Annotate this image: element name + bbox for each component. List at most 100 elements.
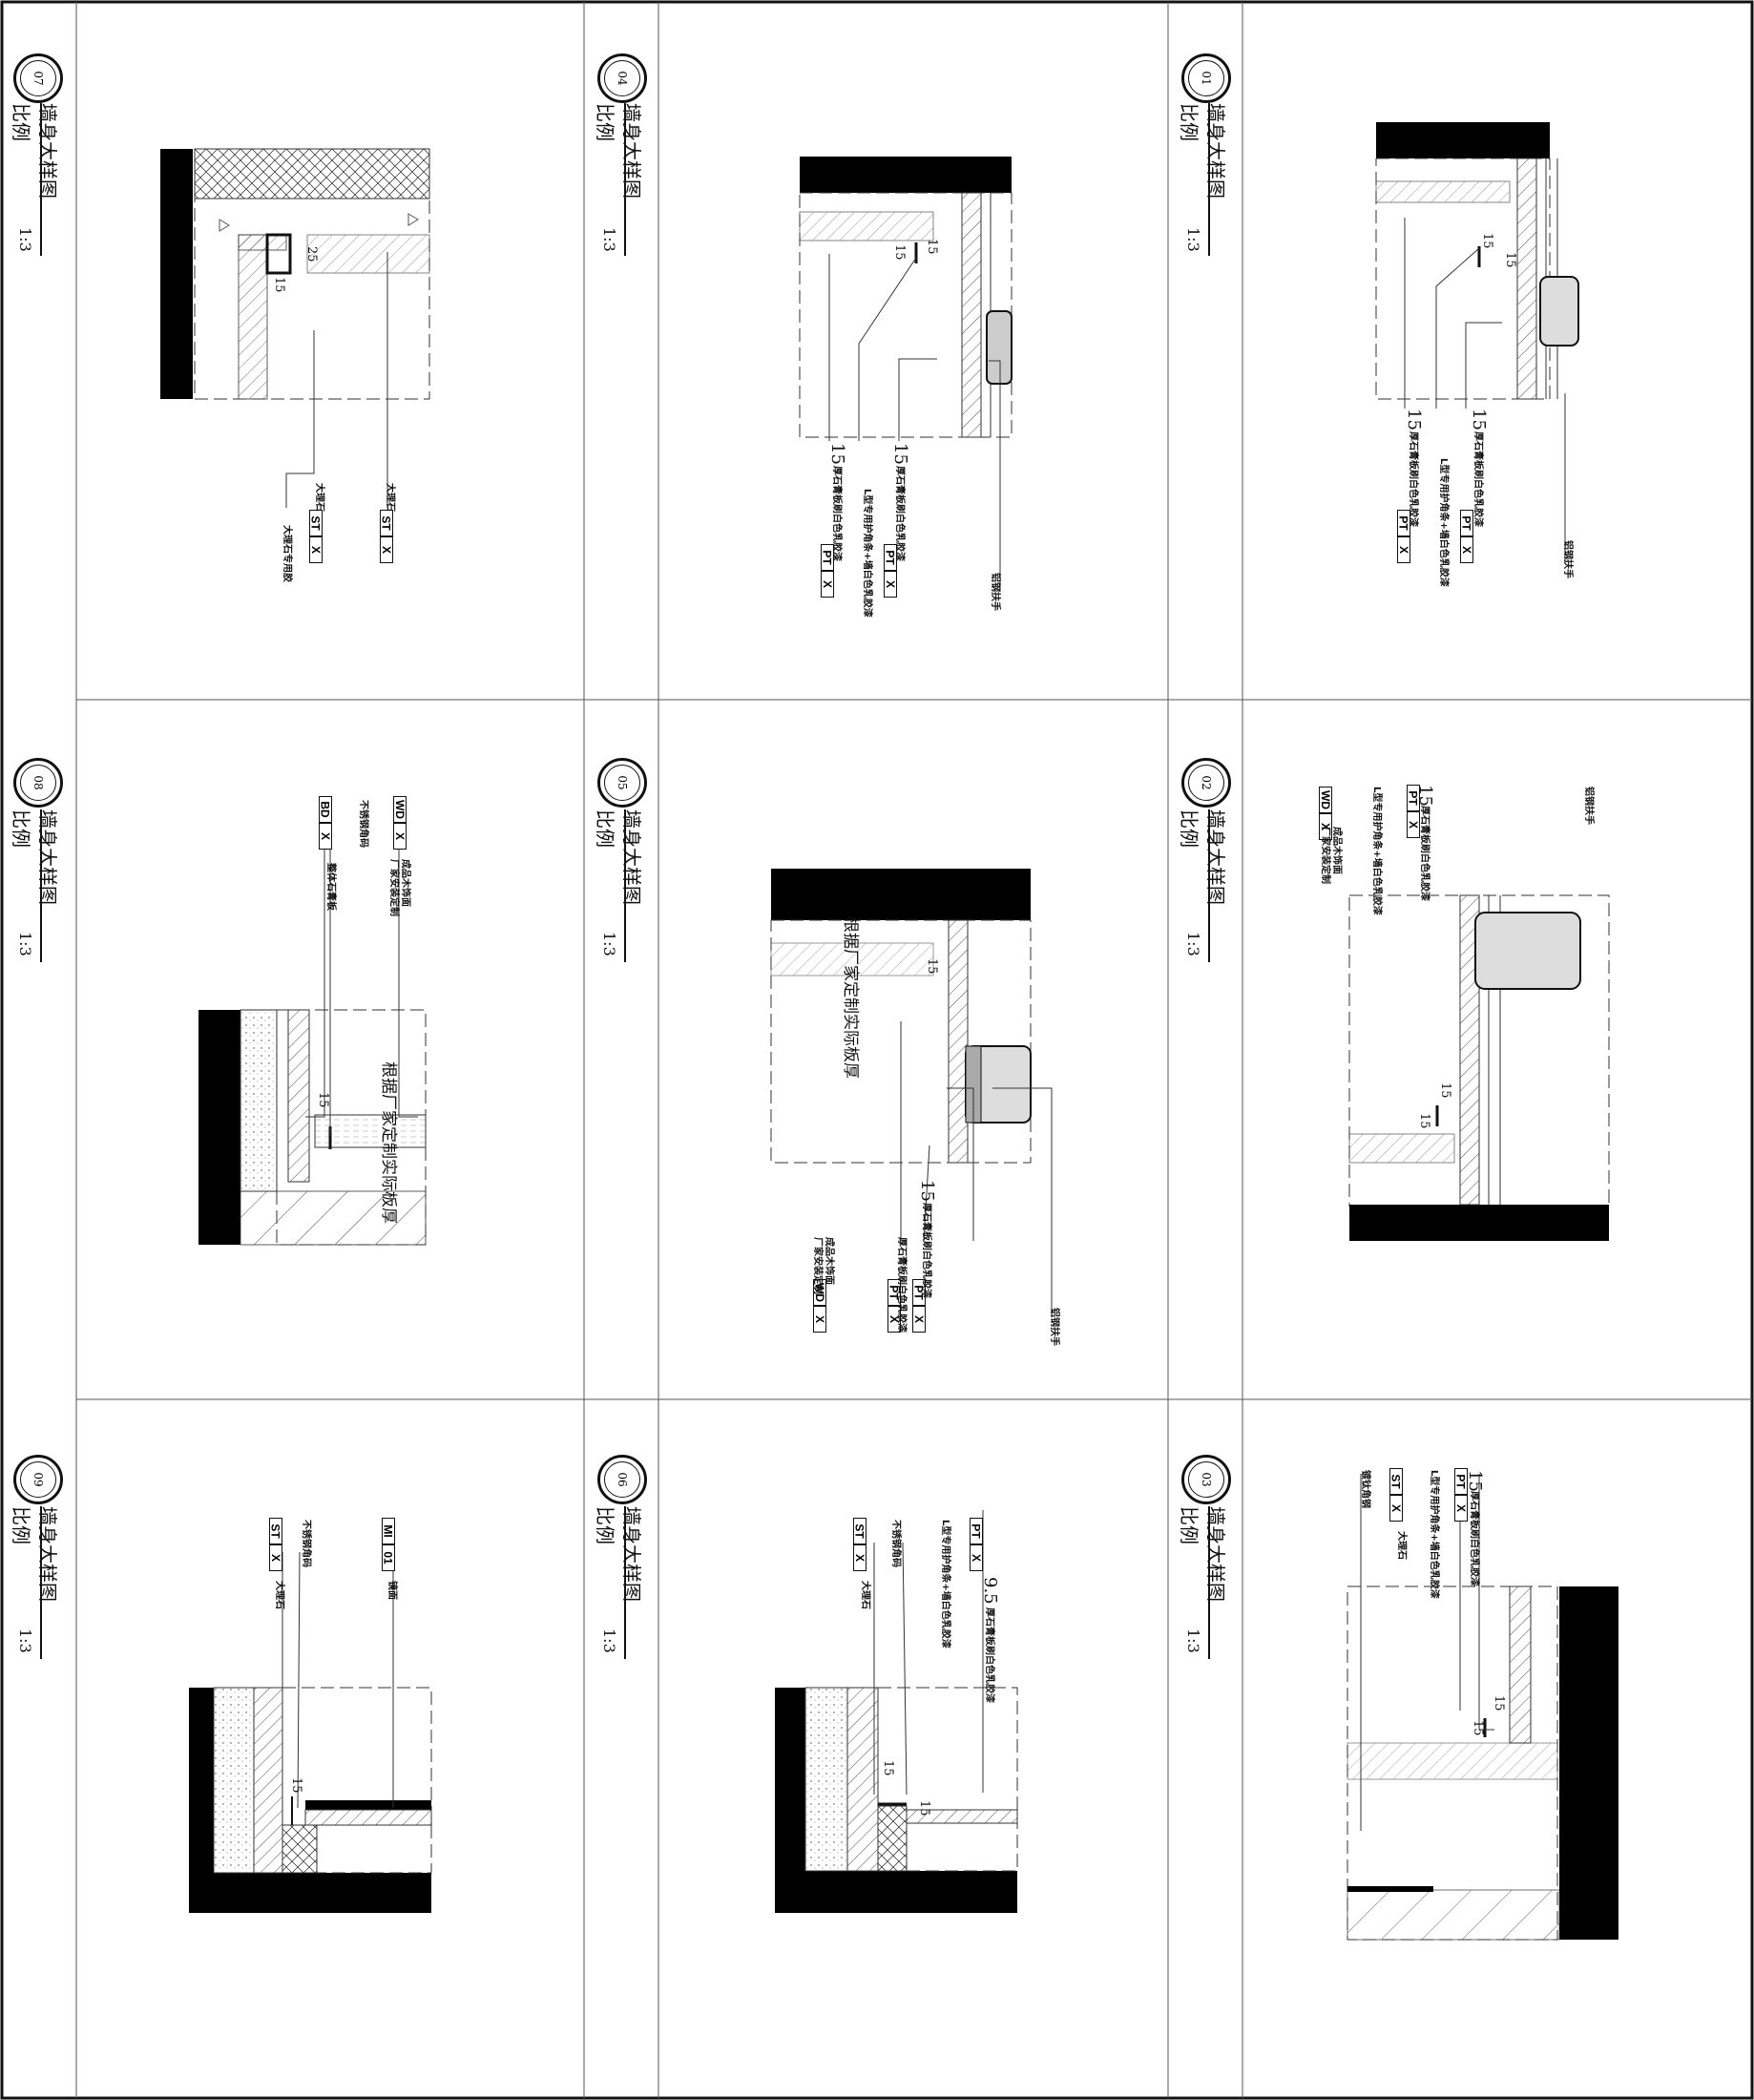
detail-02-scale: 1:3 bbox=[1184, 932, 1202, 956]
detail-06-drawing bbox=[775, 1687, 1018, 1913]
tag-pt-06: PT bbox=[970, 1518, 983, 1544]
detail-09-number-bubble: 09 bbox=[13, 1455, 63, 1504]
tag-pt-05b: PT bbox=[912, 1279, 926, 1306]
note-05-board: 根据厂家定制实际板厚 bbox=[841, 916, 860, 1079]
detail-08-number-bubble: 08 bbox=[13, 758, 63, 808]
note-06-marble: 大理石 bbox=[860, 1581, 870, 1609]
detail-07-title-underline bbox=[40, 103, 42, 256]
detail-09-title-underline bbox=[40, 1506, 42, 1659]
note-09-marble: 大理石 bbox=[274, 1581, 284, 1609]
tag-st-03: ST bbox=[1389, 1468, 1403, 1495]
tag-st-09: ST bbox=[269, 1518, 282, 1544]
note-03-gypsum: 厚石膏板刷白色乳胶漆 bbox=[1469, 1491, 1479, 1586]
detail-02-scale-label: 比例 bbox=[1178, 809, 1201, 848]
tag-x-05b: X bbox=[887, 1306, 901, 1333]
tag-x-02b: X bbox=[1407, 811, 1420, 838]
detail-08-title-underline bbox=[40, 809, 42, 962]
note-01-lbead: L型专用护角条+墙白色乳胶漆 bbox=[1438, 458, 1449, 587]
note-01-rail: 铝钢扶手 bbox=[1562, 540, 1573, 578]
detail-05-drawing bbox=[770, 869, 1032, 1164]
note-09-mirror: 镜面 bbox=[386, 1581, 397, 1600]
tag-x-05c: X bbox=[912, 1306, 926, 1333]
tag-mi-09: MI bbox=[382, 1518, 395, 1544]
tag-pt-02: PT bbox=[1407, 785, 1420, 811]
dim-06-a: 9.5 bbox=[980, 1577, 1000, 1605]
detail-05-number-bubble: 05 bbox=[597, 758, 647, 808]
detail-03-title-underline bbox=[1208, 1506, 1210, 1659]
tag-st-07a: ST bbox=[309, 510, 323, 536]
tag-x-01a: X bbox=[1397, 536, 1410, 563]
detail-02-drawing bbox=[1348, 894, 1610, 1241]
note-04-lbead: L型专用护角条+墙白色乳胶漆 bbox=[862, 489, 872, 618]
tag-x-03a: X bbox=[1389, 1495, 1403, 1522]
detail-09-scale: 1:3 bbox=[16, 1628, 34, 1653]
tag-x-06a: X bbox=[853, 1544, 867, 1571]
note-01-gypsum-a: 厚石膏板刷白色乳胶漆 bbox=[1408, 431, 1418, 527]
tag-x-03b: X bbox=[1454, 1495, 1468, 1522]
dim-03-c: 15 bbox=[1471, 1720, 1485, 1736]
detail-08-scale: 1:3 bbox=[16, 932, 34, 956]
tag-wd-02: WD bbox=[1319, 787, 1332, 813]
tag-st-06: ST bbox=[853, 1518, 867, 1544]
detail-02-title-underline bbox=[1208, 809, 1210, 962]
detail-06-scale-label: 比例 bbox=[594, 1506, 616, 1544]
detail-05-title-underline bbox=[624, 809, 626, 962]
leader-lines bbox=[282, 252, 1494, 1831]
dim-04-d: 15 bbox=[925, 239, 939, 255]
detail-03-scale-label: 比例 bbox=[1178, 1506, 1201, 1544]
note-07-marble-b: 大理石 bbox=[385, 483, 395, 512]
note-08-ss: 不锈钢角码 bbox=[358, 800, 368, 848]
detail-01-drawing bbox=[1375, 122, 1579, 563]
detail-04-title-underline bbox=[624, 103, 626, 256]
dim-04-a: 15 bbox=[827, 443, 847, 465]
detail-02-number-bubble: 02 bbox=[1181, 758, 1231, 808]
detail-06-number-bubble: 06 bbox=[597, 1455, 647, 1504]
note-05-gypsum: 厚石膏板刷白色乳胶漆 bbox=[896, 1237, 907, 1333]
detail-01-scale: 1:3 bbox=[1184, 227, 1202, 252]
tag-01-09: 01 bbox=[382, 1544, 395, 1571]
detail-07-scale-label: 比例 bbox=[10, 103, 32, 141]
tag-x-07a: X bbox=[309, 536, 323, 563]
tag-x-05a: X bbox=[813, 1306, 826, 1333]
note-04-gypsum-b: 厚石膏板刷白色乳胶漆 bbox=[894, 466, 905, 561]
note-04-rail: 铝钢扶手 bbox=[990, 573, 1000, 611]
note-05-wood-factory: 厂家安装定制 bbox=[812, 1237, 823, 1294]
note-03-lbead: L型专用护角条+墙白色乳胶漆 bbox=[1429, 1470, 1439, 1599]
detail-03-drawing bbox=[1347, 1586, 1618, 1941]
dim-07-a: 25 bbox=[304, 246, 319, 262]
detail-05-scale-label: 比例 bbox=[594, 809, 616, 848]
tag-x-04a: X bbox=[821, 571, 834, 598]
detail-04-number-bubble: 04 bbox=[597, 53, 647, 103]
note-02-rail: 铝钢扶手 bbox=[1583, 787, 1594, 825]
dim-01-d: 15 bbox=[1503, 252, 1517, 268]
detail-07-drawing bbox=[160, 148, 430, 400]
note-02-lbead: L型专用护角条+墙白色乳胶漆 bbox=[1371, 787, 1382, 915]
detail-08-scale-label: 比例 bbox=[10, 809, 32, 848]
detail-04-drawing bbox=[799, 157, 1013, 438]
dim-04-b: 15 bbox=[890, 443, 910, 465]
dim-02-b: 15 bbox=[1438, 1082, 1452, 1099]
dim-02-a: 15 bbox=[1415, 785, 1435, 807]
note-09-ss: 不锈钢角码 bbox=[301, 1520, 311, 1567]
tag-pt-01a: PT bbox=[1397, 510, 1410, 536]
dim-02-c: 15 bbox=[1417, 1113, 1431, 1129]
note-08-gyp: 整体石膏板 bbox=[325, 863, 336, 911]
dim-01-c: 15 bbox=[1480, 233, 1494, 249]
dim-07-b: 15 bbox=[272, 277, 286, 293]
tag-x-07b: X bbox=[380, 536, 393, 563]
tag-x-09: X bbox=[269, 1544, 282, 1571]
tag-wd-08: WD bbox=[393, 796, 407, 823]
detail-09-scale-label: 比例 bbox=[10, 1506, 32, 1544]
note-03-trim: 镀钛角钢 bbox=[1360, 1470, 1370, 1508]
detail-06-scale: 1:3 bbox=[600, 1628, 618, 1653]
tag-x-06b: X bbox=[970, 1544, 983, 1571]
detail-03-number-bubble: 03 bbox=[1181, 1455, 1231, 1504]
dim-01-a: 15 bbox=[1404, 409, 1424, 430]
tag-pt-05a: PT bbox=[887, 1279, 901, 1306]
note-05-rail: 铝钢扶手 bbox=[1049, 1308, 1059, 1346]
note-02-wood-factory: 厂家安装定制 bbox=[1320, 827, 1330, 884]
note-04-gypsum-a: 厚石膏板刷白色乳胶漆 bbox=[831, 466, 842, 561]
dim-03-a: 15 bbox=[1465, 1470, 1485, 1492]
note-05-gypsum-b: 厚石膏板刷白色乳胶漆 bbox=[921, 1203, 931, 1298]
detail-04-scale: 1:3 bbox=[600, 227, 618, 252]
